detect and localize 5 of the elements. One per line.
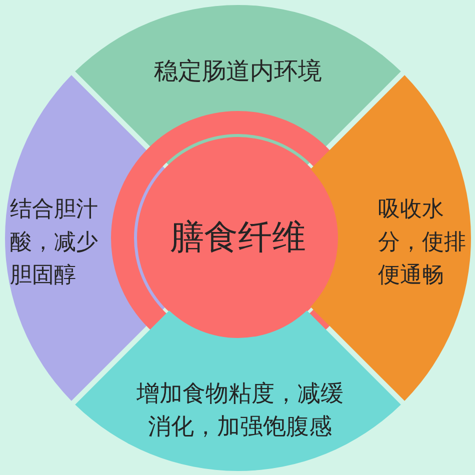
segment-text: 吸收水分，使排便通畅 (378, 196, 467, 290)
segment-text: 结合胆汁酸，减少胆固醇 (10, 196, 99, 290)
center-title: 膳食纤维 (170, 218, 306, 258)
segment-text: 增加食物粘度，减缓消化，加强饱腹感 (136, 380, 344, 442)
segment-text: 稳定肠道内环境 (154, 56, 322, 87)
